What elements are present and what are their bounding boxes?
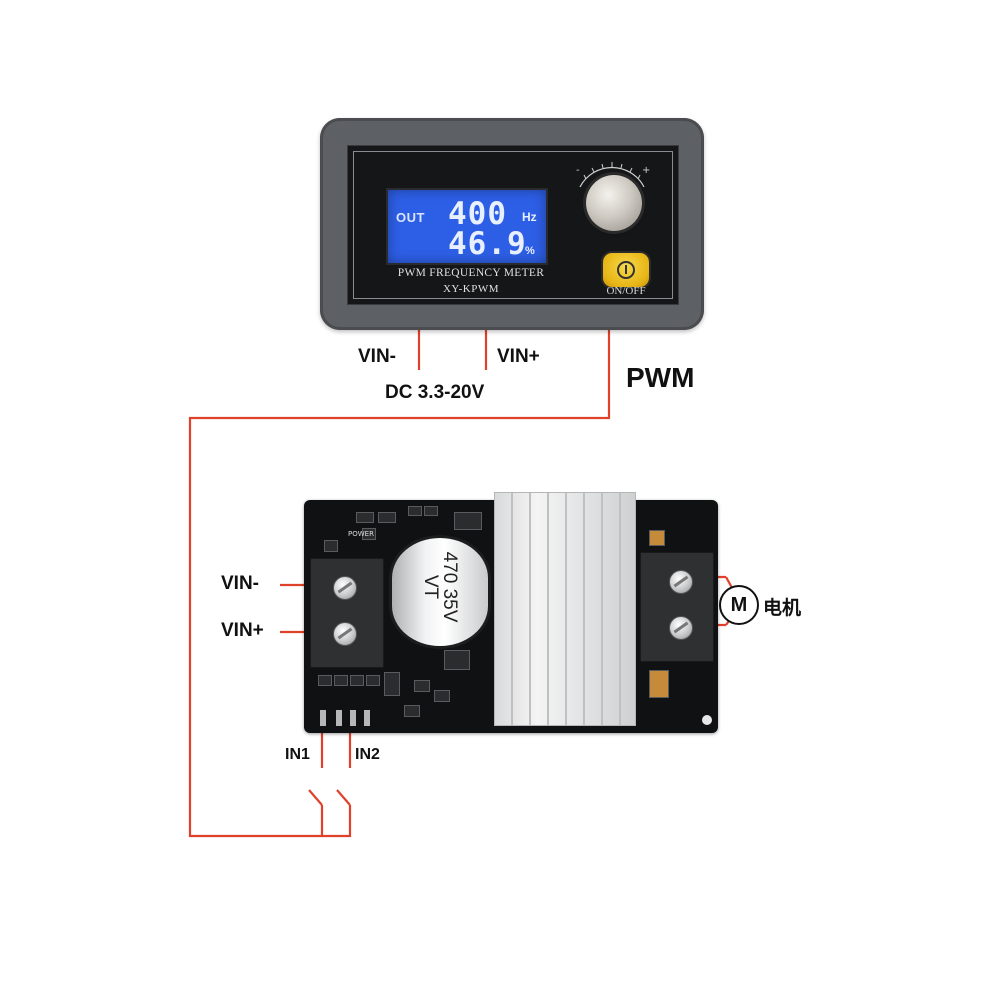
header-pin [320,710,326,726]
mounting-hole [702,715,712,725]
heatsink-fin [529,493,531,725]
header-pin-in2 [364,710,370,726]
heatsink-fin [547,493,549,725]
screw-motor-a[interactable] [669,570,693,594]
screw-vin-minus[interactable] [333,576,357,600]
smd-part [434,690,450,702]
adjust-knob[interactable] [586,175,642,231]
header-pin [350,710,356,726]
smd-part [356,512,374,523]
header-pin-in1 [336,710,342,726]
pwm-generator-module: OUT 400 Hz 46.9 % PWM FREQUENCY METER XY… [320,118,704,330]
heatsink-fin [619,493,621,725]
motor-terminal-block [640,552,714,662]
wire-in1-bend [308,789,323,806]
heatsink-fin [511,493,513,725]
vin-minus-label-top: VIN- [358,346,396,367]
knob-plus: + [642,165,650,176]
smd-part [414,680,430,692]
dc-range-label: DC 3.3-20V [385,382,485,403]
smd-part [350,675,364,686]
smd-part [324,540,338,552]
lcd-display: OUT 400 Hz 46.9 % [386,188,548,265]
lcd-duty-value: 46.9 [448,226,527,262]
heatsink-fin [583,493,585,725]
smd-chip [454,512,482,530]
smd-capacitor [649,670,669,698]
knob-scale-icon: - + [576,162,650,188]
smd-part [404,705,420,717]
heatsink [494,492,636,726]
in1-label: IN1 [285,746,310,763]
knob-minus: - [576,165,580,176]
faceplate-border [353,151,673,299]
smd-capacitor [649,530,665,546]
motor-symbol-icon: M [719,585,759,625]
smd-part [334,675,348,686]
wire-pwm-in2 [322,805,352,838]
motor-label: 电机 [763,598,802,619]
screw-motor-b[interactable] [669,616,693,640]
smd-part [366,675,380,686]
capacitor-body [392,538,488,646]
pwm-label: PWM [626,362,695,393]
electrolytic-capacitor: 470 35V VT [392,538,488,646]
smd-part [408,506,422,516]
motor-driver-board: POWER 470 35V VT [304,492,718,733]
smd-part [362,528,376,540]
screw-vin-plus[interactable] [333,622,357,646]
power-silkscreen: POWER [348,530,374,538]
smd-part [378,512,396,523]
lcd-duty-unit: % [525,245,535,257]
smd-part [384,672,400,696]
capacitor-marking: 470 35V VT [420,551,460,623]
module-caption: PWM FREQUENCY METER [397,267,545,279]
module-model: XY-KPWM [442,283,500,295]
smd-chip [444,650,470,670]
smd-part [318,675,332,686]
lcd-frequency-value: 400 [448,196,507,232]
wire-in2-bend [336,789,351,806]
wire-pwm-in1 [188,330,611,838]
heatsink-fin [601,493,603,725]
power-button[interactable] [603,253,649,287]
lcd-frequency-unit: Hz [522,210,537,224]
vin-minus-label-board: VIN- [221,573,259,594]
power-icon [617,261,635,279]
vin-plus-label-board: VIN+ [221,620,264,641]
input-terminal-block [310,558,384,668]
lcd-out-label: OUT [396,210,425,225]
heatsink-fin [565,493,567,725]
pwm-faceplate: OUT 400 Hz 46.9 % PWM FREQUENCY METER XY… [347,145,679,305]
in2-label: IN2 [355,746,380,763]
smd-part [424,506,438,516]
vin-plus-label-top: VIN+ [497,346,540,367]
power-button-label: ON/OFF [606,285,646,297]
